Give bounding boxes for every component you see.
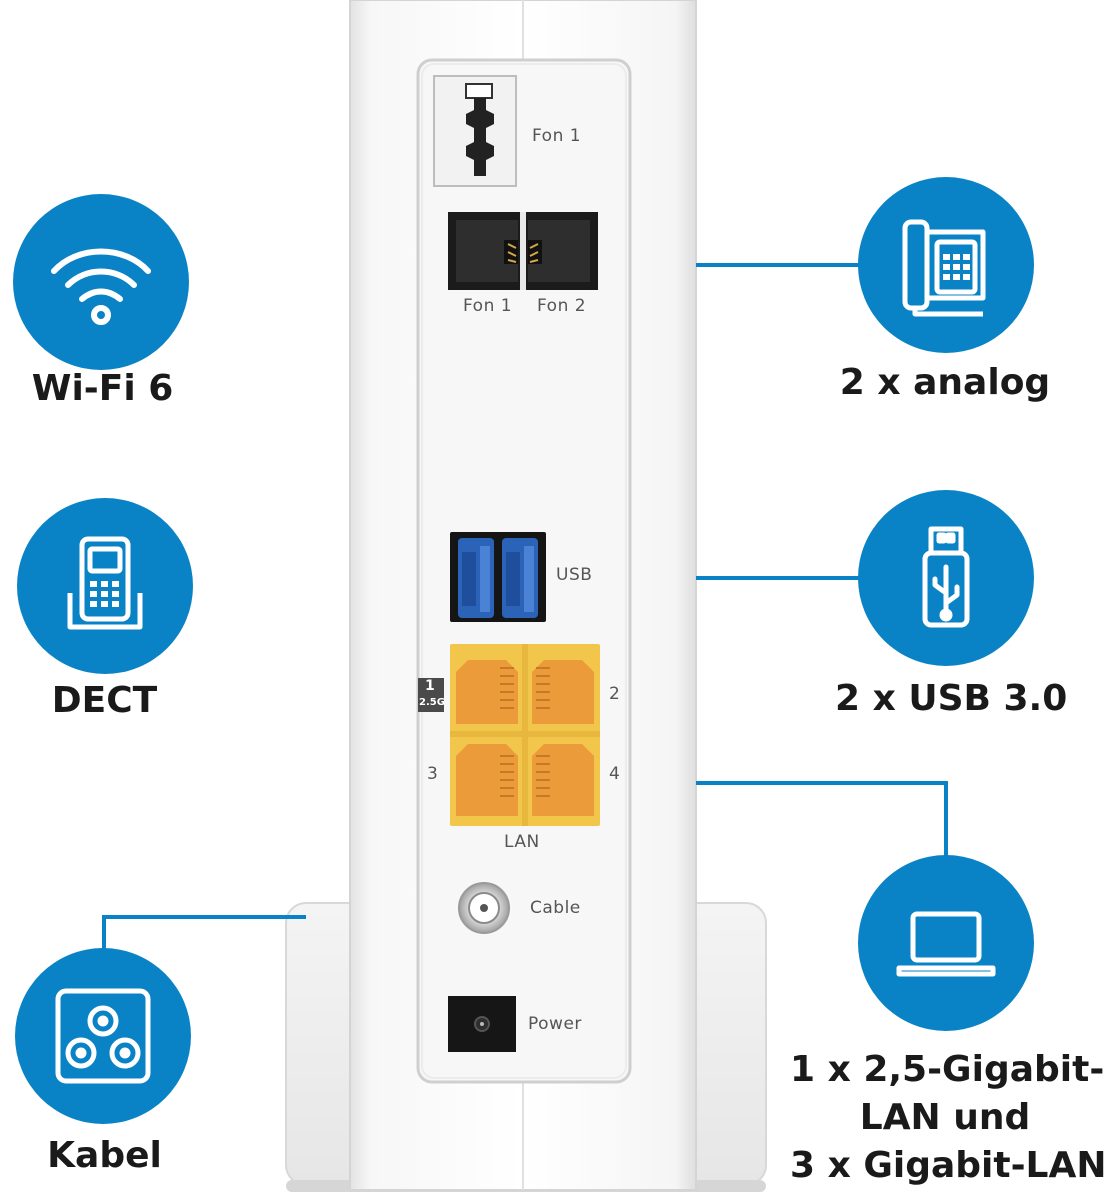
label-usb: USB (556, 565, 593, 585)
connector-usb (696, 576, 866, 580)
lan-ports (450, 644, 600, 826)
feature-lan-label-line-3: 3 x Gigabit-LAN (790, 1145, 1106, 1186)
coax-connector (458, 882, 510, 934)
feature-wifi-circle (13, 194, 189, 370)
label-lan: LAN (504, 832, 540, 852)
wifi-icon (51, 248, 151, 325)
rj11-sockets (448, 212, 598, 290)
feature-cable-circle (15, 948, 191, 1124)
label-lan-4: 4 (609, 764, 621, 784)
usb-stick-icon (922, 526, 970, 628)
feature-lan-label: 1 x 2,5-Gigabit- LAN und 3 x Gigabit-LAN (790, 1046, 1106, 1190)
usb-ports (450, 532, 546, 622)
label-power: Power (528, 1014, 582, 1034)
connector-lan-v (944, 781, 948, 861)
connector-lan-h (696, 781, 948, 785)
feature-cable-label: Kabel (47, 1135, 162, 1176)
lan-1-badge (418, 678, 444, 712)
power-socket (448, 996, 516, 1052)
laptop-icon (896, 911, 996, 977)
label-rj-fon2: Fon 2 (537, 296, 587, 316)
feature-wifi-label: Wi-Fi 6 (31, 368, 174, 409)
dect-phone-icon (67, 536, 143, 630)
tae-socket-fon1 (433, 75, 517, 187)
label-lan-1-speed: 2.5G (419, 697, 445, 708)
connector-cable-h (102, 915, 306, 919)
feature-lan-label-line-2: LAN und (859, 1097, 1031, 1138)
feature-dect-circle (17, 498, 193, 674)
feature-analog-circle (858, 177, 1034, 353)
label-rj-fon1: Fon 1 (463, 296, 513, 316)
label-tae-fon1: Fon 1 (532, 126, 582, 146)
connector-cable-v (102, 915, 106, 955)
feature-lan-label-line-1: 1 x 2,5-Gigabit- (790, 1049, 1105, 1090)
label-lan-3: 3 (427, 764, 439, 784)
label-lan-1-num: 1 (425, 678, 436, 694)
feature-dect-label: DECT (51, 680, 158, 721)
feature-usb-label: 2 x USB 3.0 (835, 678, 1068, 719)
feature-lan-circle (858, 855, 1034, 1031)
connector-analog (696, 263, 866, 267)
label-cable: Cable (530, 898, 581, 918)
desk-phone-icon (902, 219, 986, 317)
feature-usb-circle (858, 490, 1034, 666)
coax-socket-icon (55, 988, 151, 1084)
label-lan-2: 2 (609, 684, 621, 704)
feature-analog-label: 2 x analog (839, 362, 1051, 403)
